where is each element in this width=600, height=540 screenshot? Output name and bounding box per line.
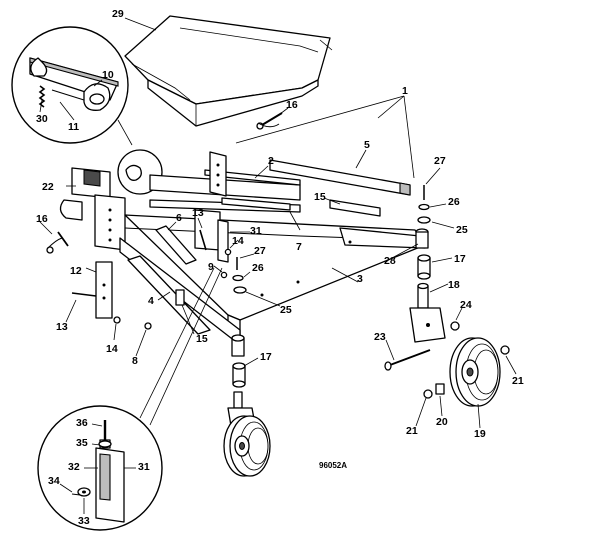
hitch-latch-inset xyxy=(11,26,129,144)
callout-33: 33 xyxy=(78,515,90,527)
callout-25-left: 25 xyxy=(280,304,292,316)
callout-14-lower: 14 xyxy=(106,343,118,355)
callout-22: 22 xyxy=(42,181,54,193)
bolt-part-9 xyxy=(220,271,228,279)
callout-10: 10 xyxy=(102,69,114,81)
nut-part-21-right xyxy=(500,345,510,355)
callout-31-inset: 31 xyxy=(138,461,150,473)
callout-25-right: 25 xyxy=(456,224,468,236)
bracket-part-15-lower xyxy=(175,289,185,306)
channel-detail-inset xyxy=(37,405,163,531)
callout-6: 6 xyxy=(176,212,182,224)
callout-17-rear: 17 xyxy=(260,351,272,363)
callout-29: 29 xyxy=(112,8,124,20)
washer-part-25-right xyxy=(417,216,431,224)
callout-24: 24 xyxy=(460,299,472,311)
bracket-part-15-upper xyxy=(329,199,381,217)
callout-34: 34 xyxy=(48,475,60,487)
callout-27-right: 27 xyxy=(434,155,446,167)
lynch-pin-part-16-lower xyxy=(46,231,69,254)
callout-2: 2 xyxy=(268,155,274,167)
drawing-code: 96052A xyxy=(319,461,347,470)
callout-32: 32 xyxy=(68,461,80,473)
callout-1: 1 xyxy=(402,85,408,97)
callout-21-right: 21 xyxy=(512,375,524,387)
caster-spindle-part-17-rear xyxy=(232,362,246,388)
callout-13-lower: 13 xyxy=(56,321,68,333)
callout-27-left: 27 xyxy=(254,245,266,257)
callout-11: 11 xyxy=(68,121,79,133)
callout-16-lower: 16 xyxy=(36,213,48,225)
lynch-pin-part-16-upper xyxy=(256,112,283,130)
callout-14-upper: 14 xyxy=(232,235,244,247)
callout-9: 9 xyxy=(208,261,214,273)
nut-part-21-lower xyxy=(423,389,433,399)
latch-hook-small xyxy=(125,164,142,181)
callout-16-upper: 16 xyxy=(286,99,298,111)
washer-part-26-left xyxy=(232,274,244,282)
bar-part-7 xyxy=(221,197,291,211)
callout-20: 20 xyxy=(436,416,448,428)
callout-19: 19 xyxy=(474,428,486,440)
callout-26-left: 26 xyxy=(252,262,264,274)
bolt-part-13-lower xyxy=(71,292,97,297)
plate-part-12 xyxy=(95,261,113,319)
bar-part-4 xyxy=(127,255,211,335)
cover-panel-part-29 xyxy=(124,15,333,127)
callout-35: 35 xyxy=(76,437,88,449)
wheel-part-19 xyxy=(449,337,501,407)
bolt-part-8 xyxy=(144,322,152,330)
spacer-part-20 xyxy=(435,383,445,395)
bar-part-6 xyxy=(155,225,197,265)
caster-wheel-rear xyxy=(223,391,271,477)
callout-3: 3 xyxy=(357,273,363,285)
washer-part-25-left xyxy=(233,286,247,294)
channel-part-31-upper xyxy=(217,219,229,263)
callout-15-upper: 15 xyxy=(314,191,326,203)
callout-12: 12 xyxy=(70,265,82,277)
callout-26-right: 26 xyxy=(448,196,460,208)
nut-part-24 xyxy=(450,321,460,331)
callout-15-lower: 15 xyxy=(196,333,208,345)
callout-28: 28 xyxy=(384,255,396,267)
callout-7: 7 xyxy=(296,241,302,253)
bolt-part-23 xyxy=(384,349,431,371)
nut-part-14-lower xyxy=(113,316,121,324)
bolt-part-13-upper xyxy=(199,229,207,251)
caster-spindle-part-17-right xyxy=(417,254,431,280)
callout-17-right: 17 xyxy=(454,253,466,265)
callout-8: 8 xyxy=(132,355,138,367)
callout-31-upper: 31 xyxy=(250,225,262,237)
callout-23: 23 xyxy=(374,331,386,343)
callout-13-upper: 13 xyxy=(192,207,204,219)
leader-lines xyxy=(39,17,517,514)
caster-fork-part-18 xyxy=(409,282,446,343)
callout-5: 5 xyxy=(364,139,370,151)
callout-30: 30 xyxy=(36,113,48,125)
callout-labels: 1 2 3 4 5 6 7 8 9 10 11 12 13 13 14 14 1… xyxy=(36,8,524,527)
callout-4: 4 xyxy=(148,295,154,307)
callout-36: 36 xyxy=(76,417,88,429)
callout-21-lower: 21 xyxy=(406,425,418,437)
washer-part-26-right xyxy=(418,203,430,211)
callout-18: 18 xyxy=(448,279,460,291)
